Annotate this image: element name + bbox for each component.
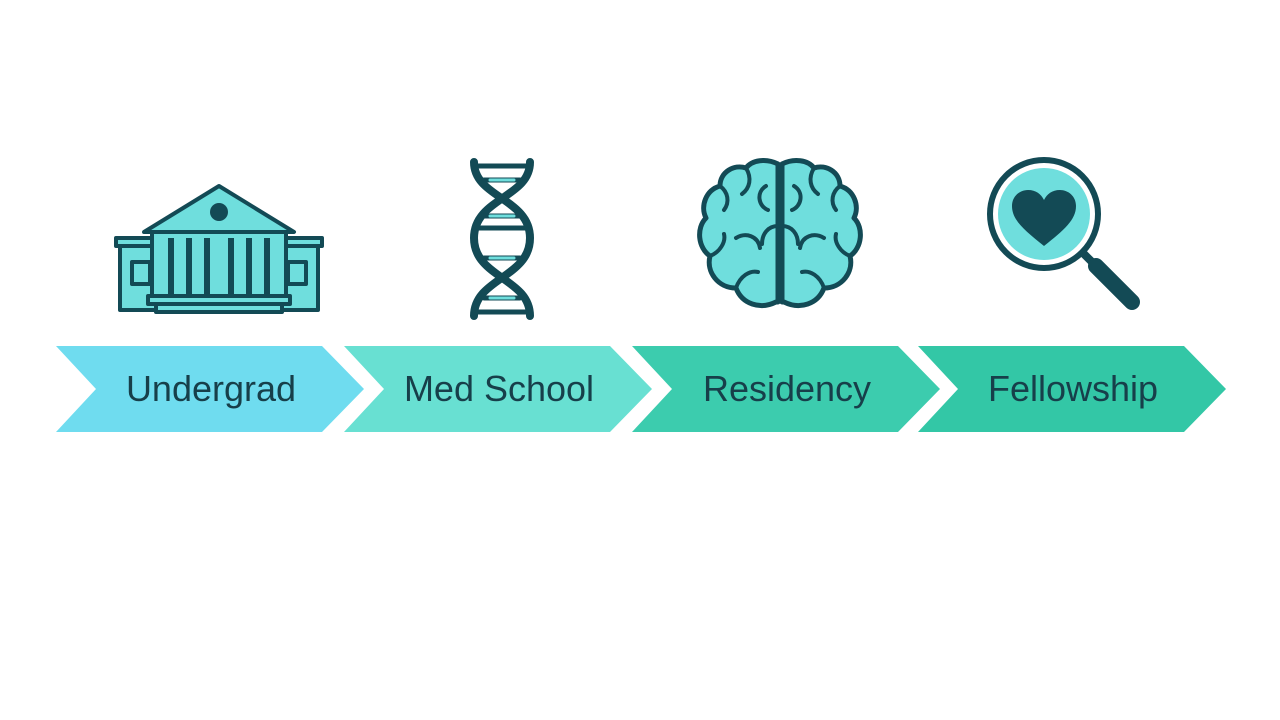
stage-label: Undergrad (125, 368, 297, 409)
heart-magnifier-icon (986, 154, 1146, 318)
brain-icon (696, 156, 864, 316)
dna-helix-icon (466, 158, 538, 320)
stage-undergrad: Undergrad (54, 346, 366, 432)
stage-residency: Residency (630, 346, 942, 432)
chevron-arrow-4 (918, 346, 1226, 432)
stage-label: Med School (403, 368, 595, 409)
stage-fellowship: Fellowship (916, 346, 1228, 432)
university-building-icon (112, 182, 326, 316)
stage-label: Residency (702, 368, 872, 409)
stage-med-school: Med School (342, 346, 654, 432)
chevron-arrow-1 (56, 346, 364, 432)
stage-label: Fellowship (987, 368, 1159, 409)
chevron-arrow-3 (632, 346, 940, 432)
chevron-arrow-2 (344, 346, 652, 432)
